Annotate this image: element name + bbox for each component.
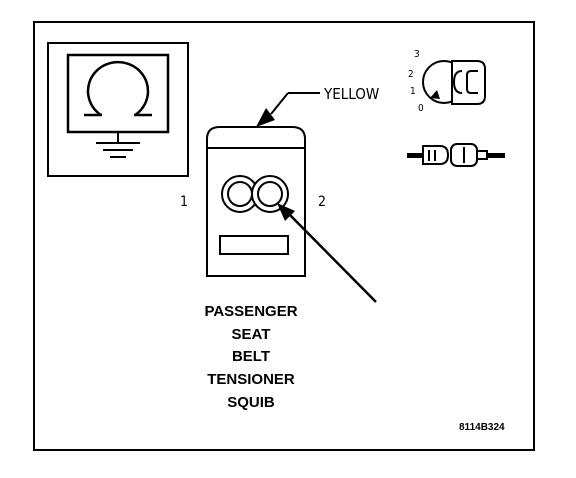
wire-color-label: YELLOW [323, 85, 379, 103]
caption-line-3: BELT [232, 348, 270, 365]
caption-line-2: SEAT [232, 326, 271, 343]
ignition-position-2: 2 [408, 69, 414, 80]
probe-arrow [277, 203, 377, 303]
connector-latch [219, 235, 289, 255]
squib-connector [206, 126, 306, 277]
component-caption: PASSENGER SEAT BELT TENSIONER SQUIB [204, 303, 297, 411]
figure-id: 8114B324 [459, 422, 505, 433]
pin-label-1: 1 [180, 194, 188, 210]
ohmmeter-icon [47, 42, 189, 177]
caption-line-4: TENSIONER [207, 371, 295, 388]
pin-label-2: 2 [318, 194, 326, 210]
ignition-key-icon: 3 2 1 0 [408, 49, 486, 114]
ignition-position-0: 0 [418, 103, 424, 114]
caption-line-1: PASSENGER [204, 303, 297, 320]
ignition-position-1: 1 [410, 86, 416, 97]
wire-color-leader [256, 92, 320, 127]
connector-disconnect-icon [407, 143, 505, 167]
diagram-frame [33, 21, 535, 451]
caption-line-5: SQUIB [227, 394, 275, 411]
ignition-position-3: 3 [414, 49, 420, 60]
